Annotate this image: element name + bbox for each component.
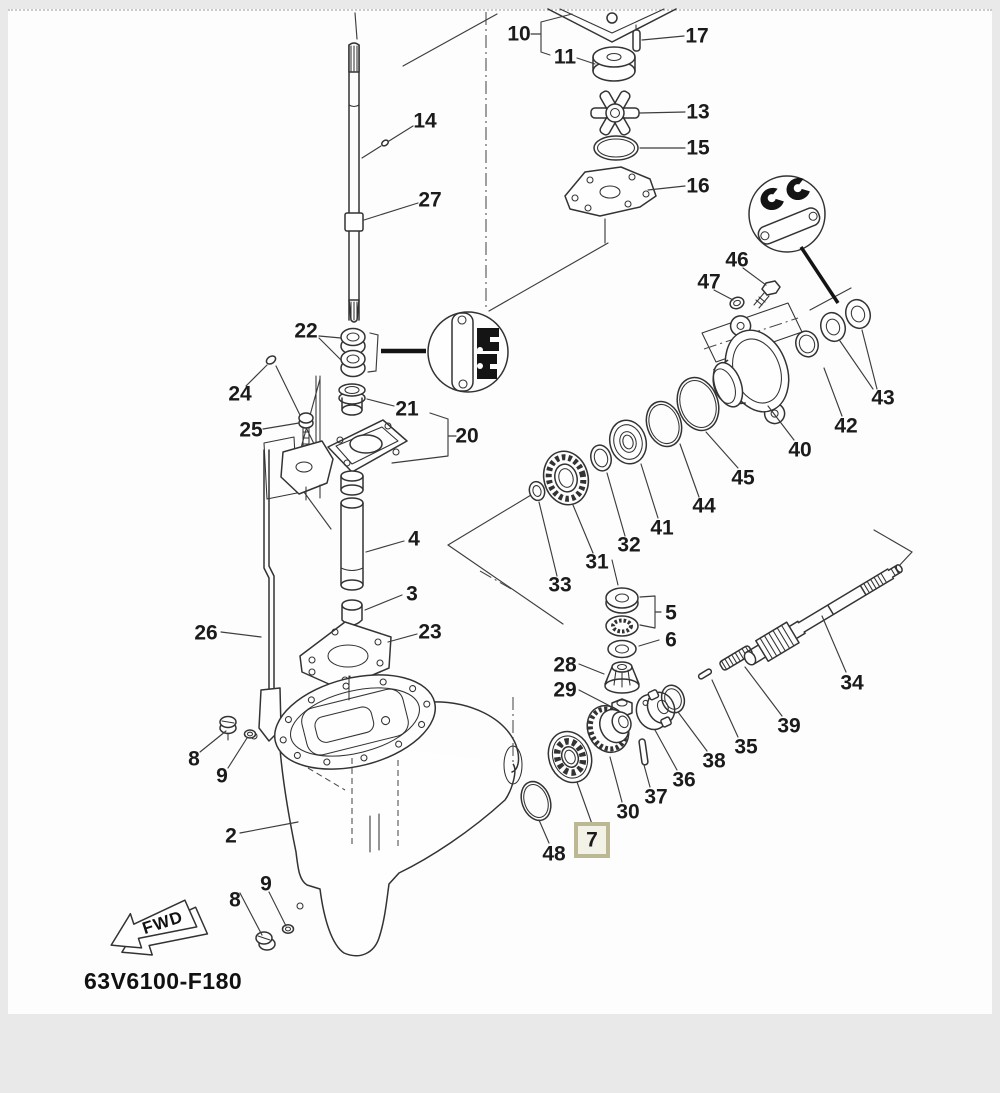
callout-47: 47: [697, 271, 720, 294]
callout-35: 35: [734, 736, 758, 759]
water-pump-group: [547, 8, 677, 217]
forward-gear-30: [586, 704, 632, 754]
callout-30: 30: [616, 801, 639, 824]
callout-11: 11: [554, 46, 577, 69]
callout-42: 42: [834, 415, 857, 438]
prop-shaft-cluster: [520, 564, 903, 822]
pin-35: [697, 668, 713, 680]
drain-plug-lower: [255, 924, 295, 951]
callout-8: 8: [188, 748, 200, 771]
callout-45: 45: [731, 467, 755, 490]
callout-21: 21: [395, 398, 419, 421]
callout-9: 9: [260, 873, 272, 896]
callout-33: 33: [548, 574, 571, 597]
leader-lines: [199, 13, 878, 936]
bushing-42: [795, 330, 819, 358]
gasket-23: [299, 621, 392, 690]
washer-47: [729, 296, 745, 310]
cup-3: [341, 599, 363, 626]
pin-17: [632, 24, 641, 52]
callout-23: 23: [418, 621, 441, 644]
callout-5: 5: [665, 602, 677, 625]
fwd-arrow: FWD: [110, 899, 209, 956]
lower-casing: [250, 674, 523, 957]
bushing-21: [338, 383, 366, 416]
shift-cam-group: [265, 327, 408, 501]
callout-36: 36: [672, 769, 695, 792]
callout-37: 37: [644, 786, 667, 809]
callout-9: 9: [216, 765, 228, 788]
part-code-label: 63V6100-F180: [84, 968, 242, 994]
driveshaft-sleeve-group: [299, 497, 392, 719]
callout-34: 34: [840, 672, 864, 695]
callout-48: 48: [542, 843, 566, 866]
callout-26: 26: [194, 622, 217, 645]
callout-41: 41: [650, 517, 674, 540]
callout-8: 8: [229, 889, 241, 912]
callout-38: 38: [702, 750, 726, 773]
callout-14: 14: [413, 110, 437, 133]
detail-circle-a: [381, 311, 509, 393]
callout-44: 44: [692, 495, 716, 518]
shift-rod-26: [258, 449, 282, 742]
callout-7-highlighted[interactable]: 7: [586, 829, 598, 852]
callout-43: 43: [871, 387, 894, 410]
diagram-paper: [8, 9, 992, 1014]
bearing-carrier-40: [712, 315, 790, 425]
callout-24: 24: [228, 383, 252, 406]
callout-25: 25: [239, 419, 263, 442]
ball-bearing-7: [547, 730, 593, 784]
callout-15: 15: [686, 137, 710, 160]
callout-27: 27: [418, 189, 441, 212]
callout-39: 39: [777, 715, 800, 738]
oring-48: [520, 780, 552, 822]
circlip-14: [381, 139, 389, 147]
impeller-13: [590, 90, 640, 136]
gasket-16: [564, 166, 657, 217]
callout-29: 29: [553, 679, 576, 702]
callout-2: 2: [225, 825, 237, 848]
pinion-bearing-cluster: [528, 376, 720, 506]
seal-43a: [819, 311, 847, 343]
prop-shaft-34: [743, 564, 903, 666]
highlighted-callout-box[interactable]: [574, 822, 610, 858]
callout-10: 10: [507, 23, 530, 46]
callout-31: 31: [585, 551, 609, 574]
callout-4: 4: [408, 528, 420, 551]
callout-40: 40: [788, 439, 811, 462]
construction-lines: [263, 12, 913, 773]
callout-28: 28: [553, 654, 577, 677]
callout-20: 20: [455, 425, 478, 448]
callout-13: 13: [686, 101, 709, 124]
pin-24: [265, 355, 277, 365]
bolt-46: [753, 280, 781, 309]
drive-shaft: [344, 42, 389, 323]
pinion-gear-28: [604, 661, 640, 694]
callout-17: 17: [685, 25, 708, 48]
seal-43b: [844, 298, 872, 330]
clutch-dog-36: [635, 689, 676, 731]
callout-22: 22: [294, 320, 317, 343]
callout-3: 3: [406, 583, 418, 606]
callout-6: 6: [665, 629, 677, 652]
callout-16: 16: [686, 175, 709, 198]
detail-circle-b: [748, 175, 840, 304]
pump-base-20: [280, 419, 408, 501]
callout-32: 32: [617, 534, 640, 557]
pinion-bearing-31: [542, 450, 590, 506]
drain-plug-upper: [219, 715, 257, 741]
pin-37: [638, 738, 649, 766]
callout-46: 46: [725, 249, 748, 272]
ball-bearing-41: [608, 419, 648, 465]
pinion-stack: [604, 559, 640, 718]
